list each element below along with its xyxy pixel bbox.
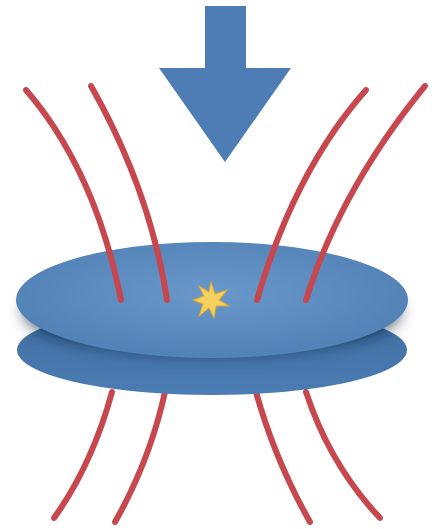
downward-arrow-icon	[159, 6, 291, 162]
field-line	[256, 392, 310, 522]
field-line	[115, 392, 165, 522]
field-line	[54, 392, 112, 518]
lower-field-lines	[54, 392, 380, 522]
field-line	[306, 392, 380, 518]
